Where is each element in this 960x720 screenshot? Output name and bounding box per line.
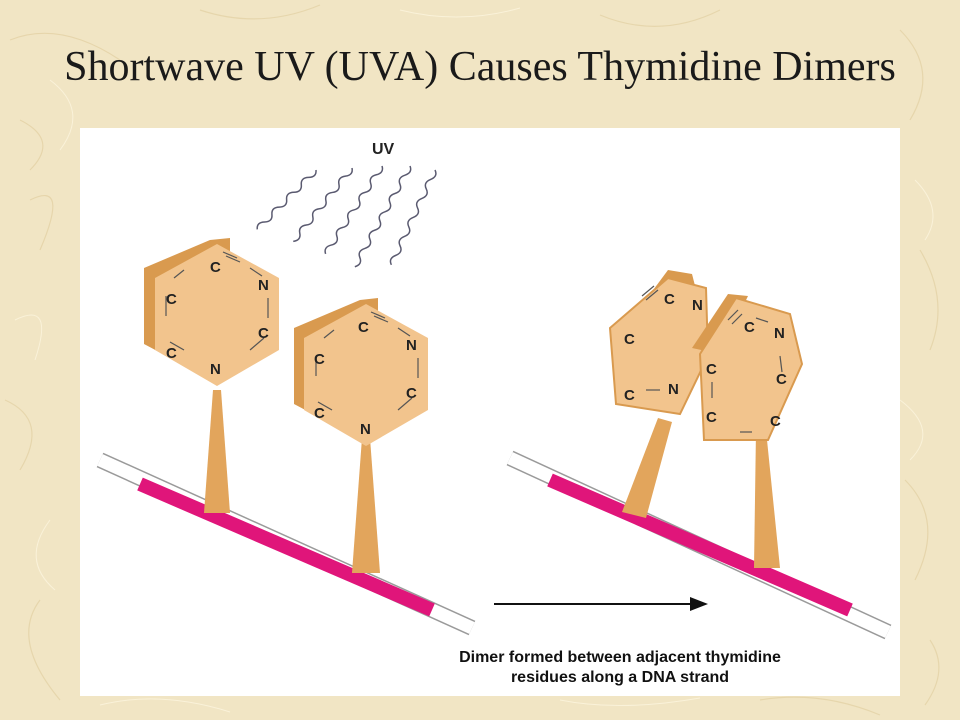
atom-n: N — [210, 361, 221, 378]
uv-label: UV — [372, 141, 395, 158]
thymine-dimer-ring-b: C N C C C C — [692, 294, 804, 441]
atom-n: N — [668, 381, 679, 398]
atom-c: C — [624, 387, 635, 404]
atom-n: N — [360, 421, 371, 438]
atom-n: N — [692, 297, 703, 314]
atom-n: N — [258, 277, 269, 294]
atom-c: C — [358, 319, 369, 336]
atom-c: C — [706, 361, 717, 378]
atom-c: C — [406, 385, 417, 402]
caption-line-1: Dimer formed between adjacent thymidine — [459, 649, 781, 666]
atom-c: C — [770, 413, 781, 430]
atom-c: C — [624, 331, 635, 348]
atom-c: C — [314, 351, 325, 368]
atom-c: C — [166, 345, 177, 362]
atom-c: C — [166, 291, 177, 308]
diagram-canvas: UV C N C N C C — [96, 141, 892, 640]
atom-c: C — [744, 319, 755, 336]
thymine-dimer-ring-a: C N C C N — [608, 270, 710, 416]
stalk-right-2 — [754, 430, 780, 568]
slide-title: Shortwave UV (UVA) Causes Thymidine Dime… — [64, 44, 896, 90]
atom-n: N — [406, 337, 417, 354]
thymine-ring-left-1: C N C N C C — [144, 238, 279, 386]
uv-rays — [256, 165, 437, 268]
stalk-left-2 — [352, 438, 380, 573]
stalk-left-1 — [204, 390, 230, 513]
reaction-arrow — [494, 597, 708, 611]
atom-c: C — [210, 259, 221, 276]
thymine-ring-left-2: C N C N C C — [294, 298, 428, 446]
atom-c: C — [706, 409, 717, 426]
atom-c: C — [776, 371, 787, 388]
stalk-right-1 — [622, 418, 672, 518]
dna-strand-right — [506, 450, 892, 640]
atom-n: N — [774, 325, 785, 342]
figure-caption: Dimer formed between adjacent thymidine … — [380, 648, 860, 688]
thymidine-dimer-figure: UV C N C N C C — [80, 128, 900, 696]
atom-c: C — [664, 291, 675, 308]
caption-line-2: residues along a DNA strand — [510, 669, 730, 686]
dna-strand-left — [96, 452, 476, 636]
atom-c: C — [258, 325, 269, 342]
atom-c: C — [314, 405, 325, 422]
